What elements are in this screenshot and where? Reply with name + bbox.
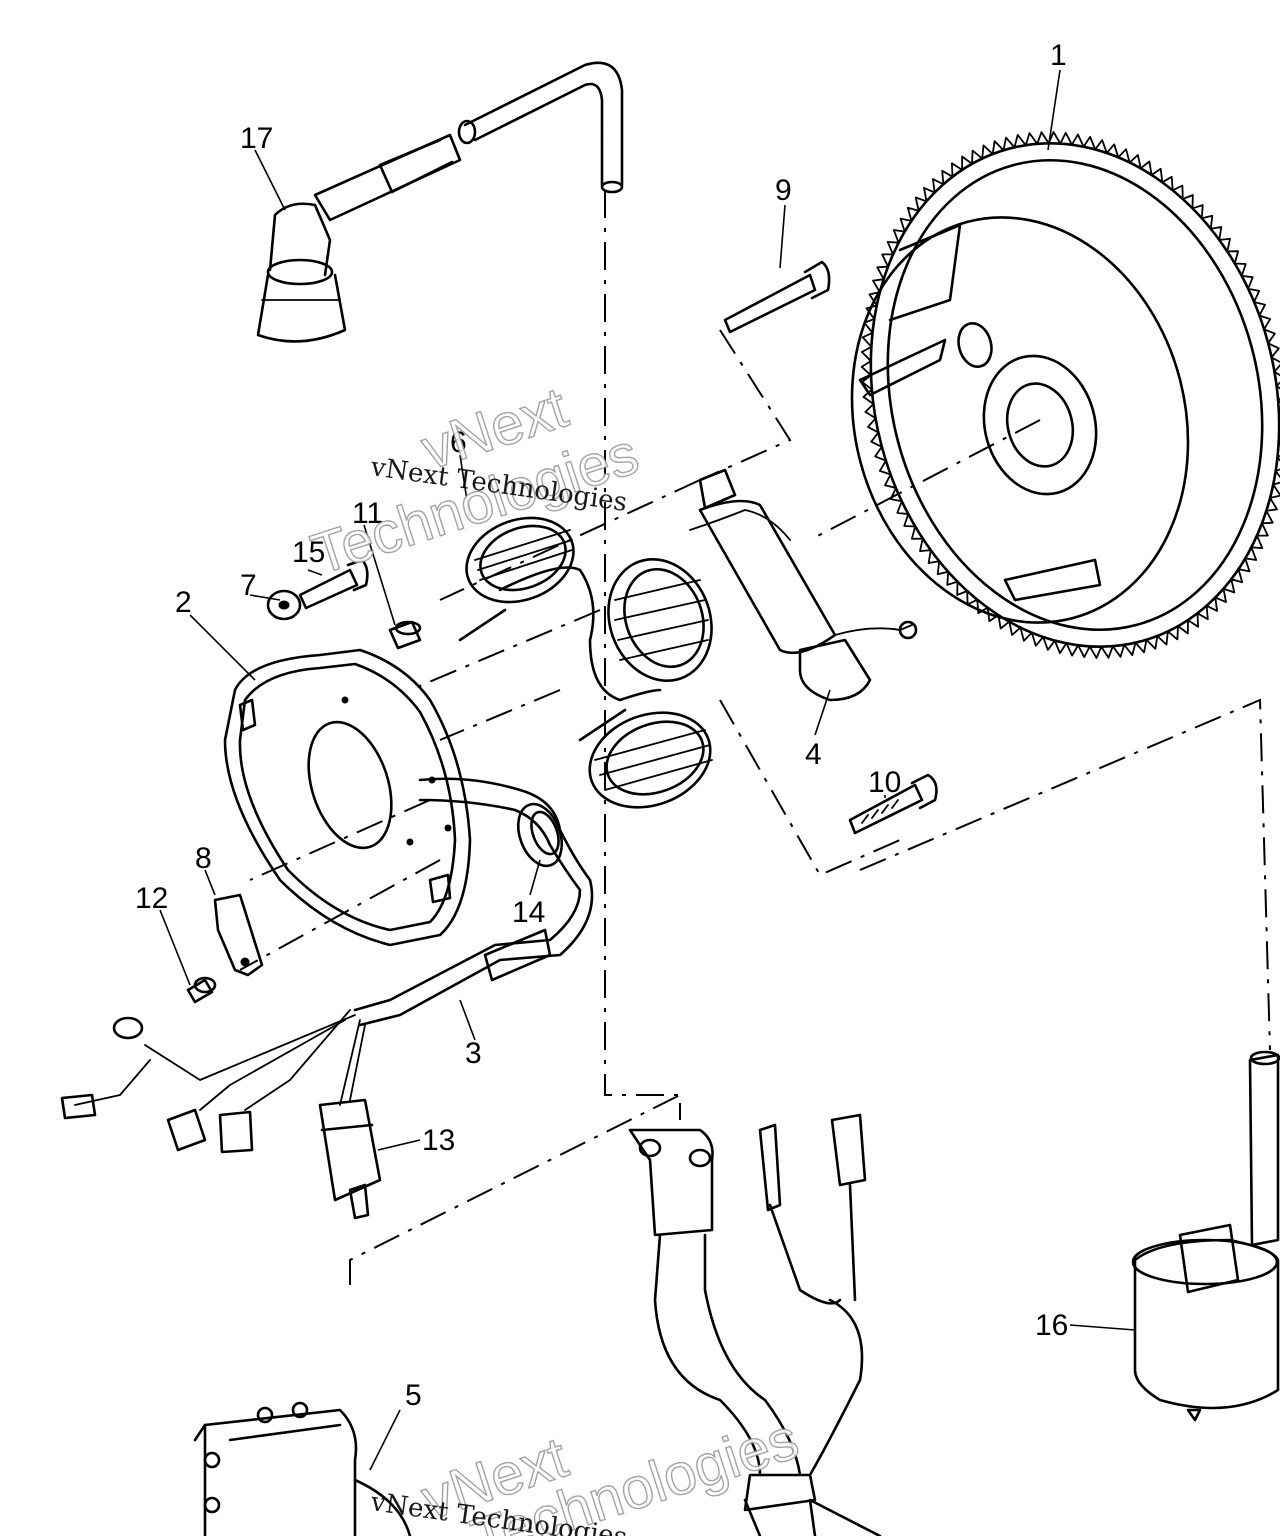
washer-7 (266, 589, 302, 621)
screw-10 (848, 773, 938, 835)
callout-numbers: 1 2 3 4 5 6 7 8 9 10 11 12 13 14 15 16 1… (135, 39, 1068, 1412)
stator-plate (223, 648, 472, 947)
ring-gear-teeth (860, 131, 1280, 659)
connector-13 (318, 1098, 382, 1220)
gear-tooth-profile (860, 131, 1280, 659)
watermark-bottom: vNext Technologies vNext Technologies (368, 1405, 807, 1536)
callout-15: 15 (292, 536, 325, 569)
callout-17: 17 (240, 122, 273, 155)
mating-connectors (628, 1113, 882, 1536)
cable-clamp-8 (213, 893, 264, 977)
starter-solenoid (1131, 1050, 1280, 1422)
callout-6: 6 (450, 426, 467, 459)
callout-3: 3 (465, 1037, 482, 1070)
screw-15 (298, 558, 369, 610)
callout-5: 5 (405, 1379, 422, 1412)
callout-2: 2 (175, 586, 192, 619)
pickup-coil (689, 468, 918, 702)
watermark-top: vNext Technologies vNext Technologies (303, 374, 646, 588)
assembly-centerlines (239, 190, 1271, 1285)
callout-11: 11 (352, 497, 383, 530)
spark-plug-cap (256, 61, 624, 343)
regulator-5 (193, 1401, 412, 1536)
screw-11 (388, 620, 422, 650)
stator-coils (458, 516, 713, 809)
callout-13: 13 (422, 1124, 455, 1157)
callout-7: 7 (240, 569, 257, 602)
wire-harness (60, 777, 594, 1154)
callout-4: 4 (805, 738, 822, 771)
callout-9: 9 (775, 174, 792, 207)
callout-16: 16 (1035, 1309, 1068, 1342)
flywheel (850, 131, 1280, 659)
callout-10: 10 (868, 766, 901, 799)
callout-8: 8 (195, 842, 212, 875)
screw-9 (723, 260, 831, 334)
callout-14: 14 (512, 896, 545, 929)
callout-12: 12 (135, 882, 168, 915)
screw-12 (186, 976, 217, 1004)
leader-lines (159, 69, 1136, 1471)
callout-1: 1 (1050, 39, 1067, 72)
